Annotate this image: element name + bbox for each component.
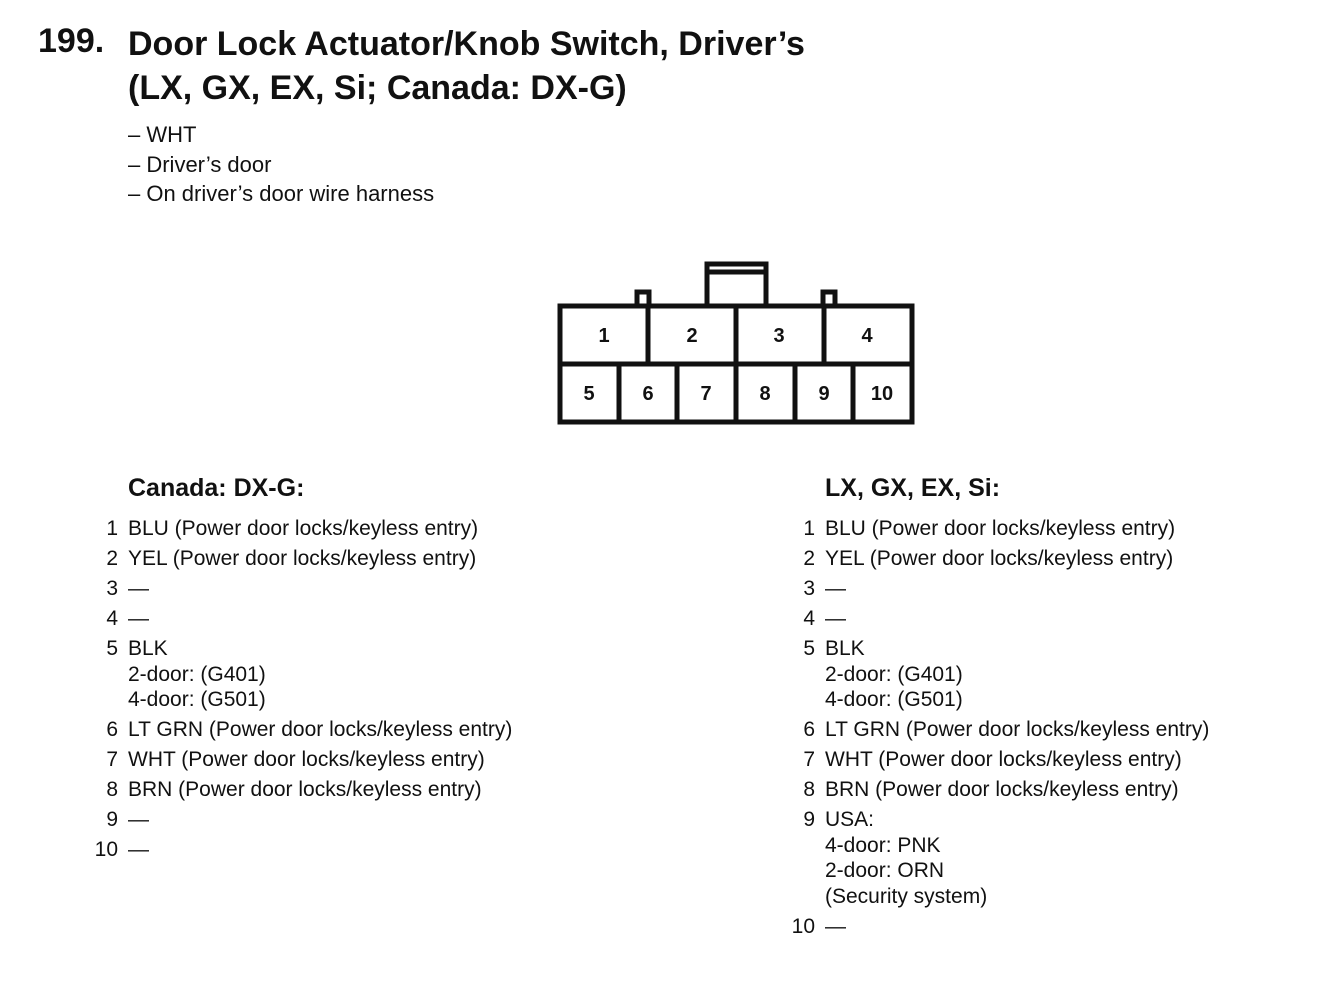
pin-number: 3 (803, 577, 815, 600)
pin-number: 9 (106, 808, 118, 831)
pin-description: — (825, 577, 846, 600)
pin-description: — (128, 808, 149, 831)
pin-description: USA: (825, 808, 875, 831)
cavity-label-1: 1 (598, 325, 609, 347)
pin-number: 5 (106, 637, 118, 660)
pin-row: 6 LT GRN (Power door locks/keyless entry) (791, 717, 1209, 743)
cavity-label-6: 6 (642, 383, 653, 405)
cavity-label-10: 10 (871, 383, 893, 405)
pin-description: — (825, 607, 846, 630)
pin-number: 6 (803, 718, 815, 741)
pin-description: — (128, 607, 149, 630)
pin-row: 9— (94, 807, 512, 833)
pin-description: 4-door: (G501) (128, 688, 266, 711)
pin-number: 10 (94, 838, 118, 861)
pin-row: 1 BLU (Power door locks/keyless entry) (94, 516, 512, 542)
cavity-label-2: 2 (686, 325, 697, 347)
pin-row: 6 LT GRN (Power door locks/keyless entry) (94, 717, 512, 743)
cavity-label-3: 3 (773, 325, 784, 347)
pin-number: 7 (803, 748, 815, 771)
pin-description: YEL (Power door locks/keyless entry) (825, 547, 1174, 570)
note-color: – WHT (128, 122, 197, 147)
pin-description: WHT (Power door locks/keyless entry) (825, 748, 1182, 771)
left-key (634, 289, 652, 306)
cavity-label-7: 7 (700, 383, 711, 405)
pin-row: 7 WHT (Power door locks/keyless entry) (791, 747, 1209, 773)
pin-description: 2-door: ORN (825, 859, 945, 882)
pin-description: — (825, 914, 846, 938)
cavity-label-4: 4 (861, 325, 873, 347)
pin-row: 10 — (94, 837, 512, 863)
pin-number: 2 (106, 547, 118, 570)
pin-description: BLK (128, 637, 168, 660)
pin-number: 3 (106, 577, 118, 600)
pin-row: 1 BLU (Power door locks/keyless entry) (791, 516, 1209, 542)
pin-description: — (128, 838, 149, 861)
page-title: Door Lock Actuator/Knob Switch, Driver’s… (128, 22, 805, 110)
pin-description: 2-door: (G401) (825, 662, 963, 686)
lock-tab (704, 261, 769, 306)
cavity-label-8: 8 (759, 383, 770, 405)
pin-row: 2 YEL (Power door locks/keyless entry) (94, 546, 512, 572)
pin-row: 10 — (791, 914, 1209, 940)
pin-number: 10 (791, 914, 815, 938)
pin-description: WHT (Power door locks/keyless entry) (128, 748, 485, 771)
pin-number: 4 (106, 607, 118, 630)
pin-description: 4-door: PNK (825, 833, 941, 857)
connector-notes: – WHT – Driver’s door – On driver’s door… (128, 120, 434, 209)
pin-number: 7 (106, 748, 118, 771)
connector-diagram: 1 2 3 4 5 6 7 8 9 10 (557, 261, 915, 425)
pin-row: 4— (791, 606, 1209, 632)
title-line-1: Door Lock Actuator/Knob Switch, Driver’s (128, 25, 805, 63)
canada-heading: Canada: DX-G: (128, 474, 305, 502)
pin-description: (Security system) (825, 884, 988, 908)
pin-description: 4-door: (G501) (825, 688, 963, 711)
pin-number: 9 (803, 808, 815, 831)
pin-description: YEL (Power door locks/keyless entry) (128, 547, 477, 570)
pin-description: LT GRN (Power door locks/keyless entry) (128, 718, 513, 741)
cavity-label-5: 5 (583, 383, 594, 405)
pin-description: 2-door: (G401) (128, 662, 266, 686)
canada-pin-list: 1 BLU (Power door locks/keyless entry) 2 YE… (94, 516, 513, 867)
pin-row: 2 YEL (Power door locks/keyless entry) (791, 546, 1209, 572)
pin-description: BRN (Power door locks/keyless entry) (825, 778, 1179, 801)
title-line-2: (LX, GX, EX, Si; Canada: DX-G) (128, 69, 627, 107)
right-key (820, 289, 838, 306)
pin-number: 5 (803, 637, 815, 660)
pin-number: 1 (106, 517, 118, 540)
pin-row: 8 BRN (Power door locks/keyless entry) (791, 777, 1209, 803)
pin-row: 4— (94, 606, 512, 632)
note-location: – Driver’s door (128, 151, 272, 177)
pin-number: 6 (106, 718, 118, 741)
note-harness: – On driver’s door wire harness (128, 181, 435, 206)
pin-number: 8 (803, 778, 815, 801)
pin-number: 4 (803, 607, 815, 630)
pin-row: 3— (791, 576, 1209, 602)
pin-row: 3— (94, 576, 512, 602)
pin-row: 7 WHT (Power door locks/keyless entry) (94, 747, 512, 773)
pin-row: 8 BRN (Power door locks/keyless entry) (94, 777, 512, 803)
pin-description: BLU (Power door locks/keyless entry) (128, 517, 479, 540)
pin-description: BLK (825, 637, 865, 660)
section-number: 199. (38, 22, 105, 60)
usa-heading: LX, GX, EX, Si: (825, 474, 1001, 502)
pin-description: — (128, 577, 149, 600)
cavity-label-9: 9 (818, 383, 829, 405)
pin-description: BLU (Power door locks/keyless entry) (825, 517, 1176, 540)
pin-description: BRN (Power door locks/keyless entry) (128, 778, 482, 801)
pin-number: 1 (803, 517, 815, 540)
pin-description: LT GRN (Power door locks/keyless entry) (825, 718, 1210, 741)
usa-pin-list: 1 BLU (Power door locks/keyless entry) 2 YE… (791, 516, 1210, 944)
pin-number: 2 (803, 547, 815, 570)
pin-number: 8 (106, 778, 118, 801)
